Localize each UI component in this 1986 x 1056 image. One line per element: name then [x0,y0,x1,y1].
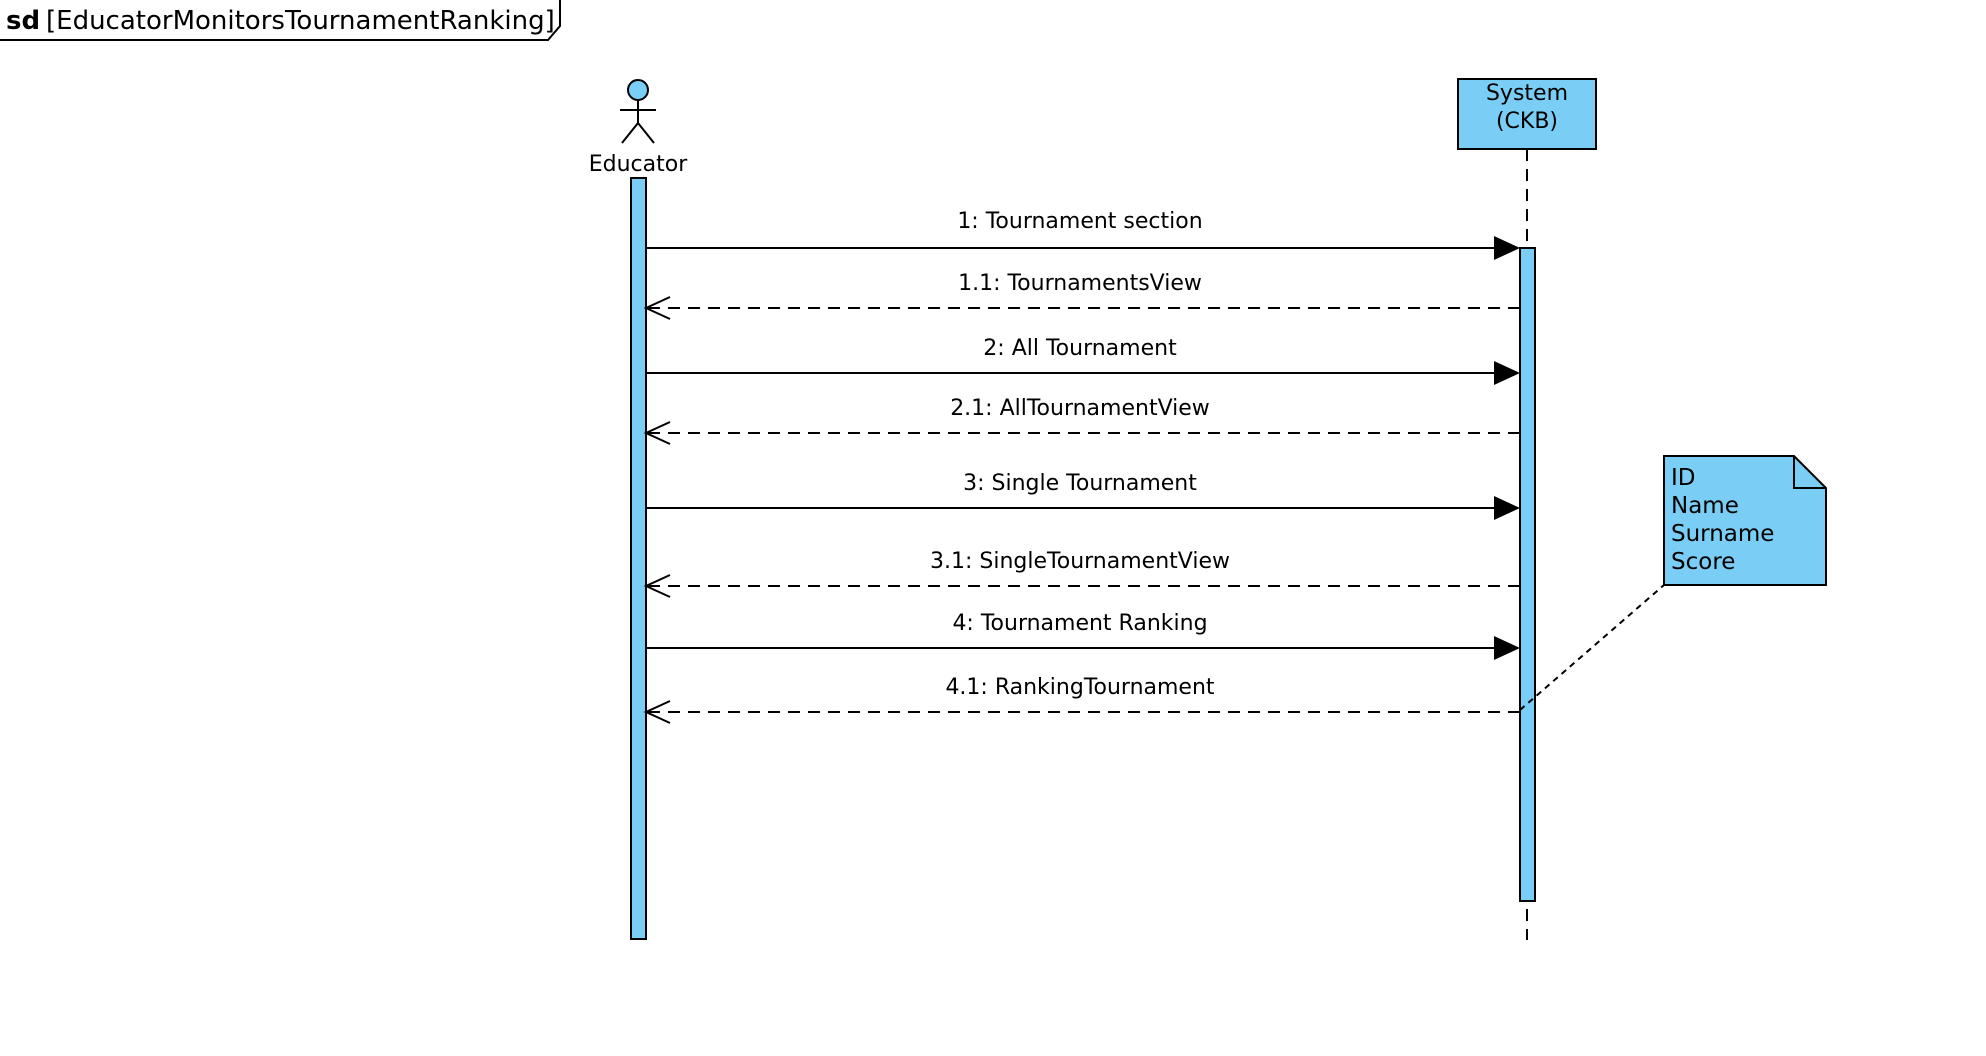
note: ID Name Surname Score [1519,455,1827,711]
open-arrowhead [643,574,671,598]
message-label: 4.1: RankingTournament [945,675,1214,700]
message-4: 2.1: AllTournamentView [643,396,1520,445]
filled-arrowhead [1494,496,1520,520]
message-label: 1: Tournament section [957,209,1202,234]
open-arrowhead [643,421,671,445]
frame-name: [EducatorMonitorsTournamentRanking] [46,6,555,36]
message-label: 2.1: AllTournamentView [950,396,1210,421]
actor-left-leg [621,122,639,144]
actor-educator: Educator [589,79,688,177]
frame-tab: sd [EducatorMonitorsTournamentRanking] [0,0,561,41]
open-arrowhead [643,700,671,724]
educator-activation-bar [630,177,647,940]
note-line-surname: Surname [1671,521,1774,547]
filled-arrowhead [1494,361,1520,385]
frame-tab-outline [0,0,561,41]
message-2: 1.1: TournamentsView [643,271,1520,320]
message-label: 3.1: SingleTournamentView [930,549,1230,574]
message-label: 4: Tournament Ranking [952,611,1207,636]
system-name-line2: (CKB) [1496,109,1558,134]
system-box [1457,78,1597,150]
message-label: 1.1: TournamentsView [958,271,1202,296]
message-5: 3: Single Tournament [646,471,1520,520]
note-anchor-line [1519,584,1665,711]
frame-keyword: sd [6,6,40,36]
actor-right-leg [637,122,655,144]
messages: 1: Tournament section 1.1: TournamentsVie… [643,209,1520,724]
message-6: 3.1: SingleTournamentView [643,549,1520,598]
note-line-name: Name [1671,493,1739,519]
note-corner-fold [1793,456,1826,489]
message-label: 2: All Tournament [983,336,1177,361]
note-line-id: ID [1671,465,1696,491]
system-name-line1: System [1486,81,1568,106]
actor-head [627,79,649,101]
actor-name: Educator [589,152,688,177]
note-line-score: Score [1671,549,1735,575]
message-7: 4: Tournament Ranking [646,611,1520,660]
message-3: 2: All Tournament [646,336,1520,385]
system-activation-bar [1519,247,1536,902]
filled-arrowhead [1494,636,1520,660]
filled-arrowhead [1494,236,1520,260]
open-arrowhead [643,296,671,320]
message-8: 4.1: RankingTournament [643,675,1520,724]
message-1: 1: Tournament section [646,209,1520,260]
note-body [1663,455,1827,586]
message-label: 3: Single Tournament [963,471,1197,496]
